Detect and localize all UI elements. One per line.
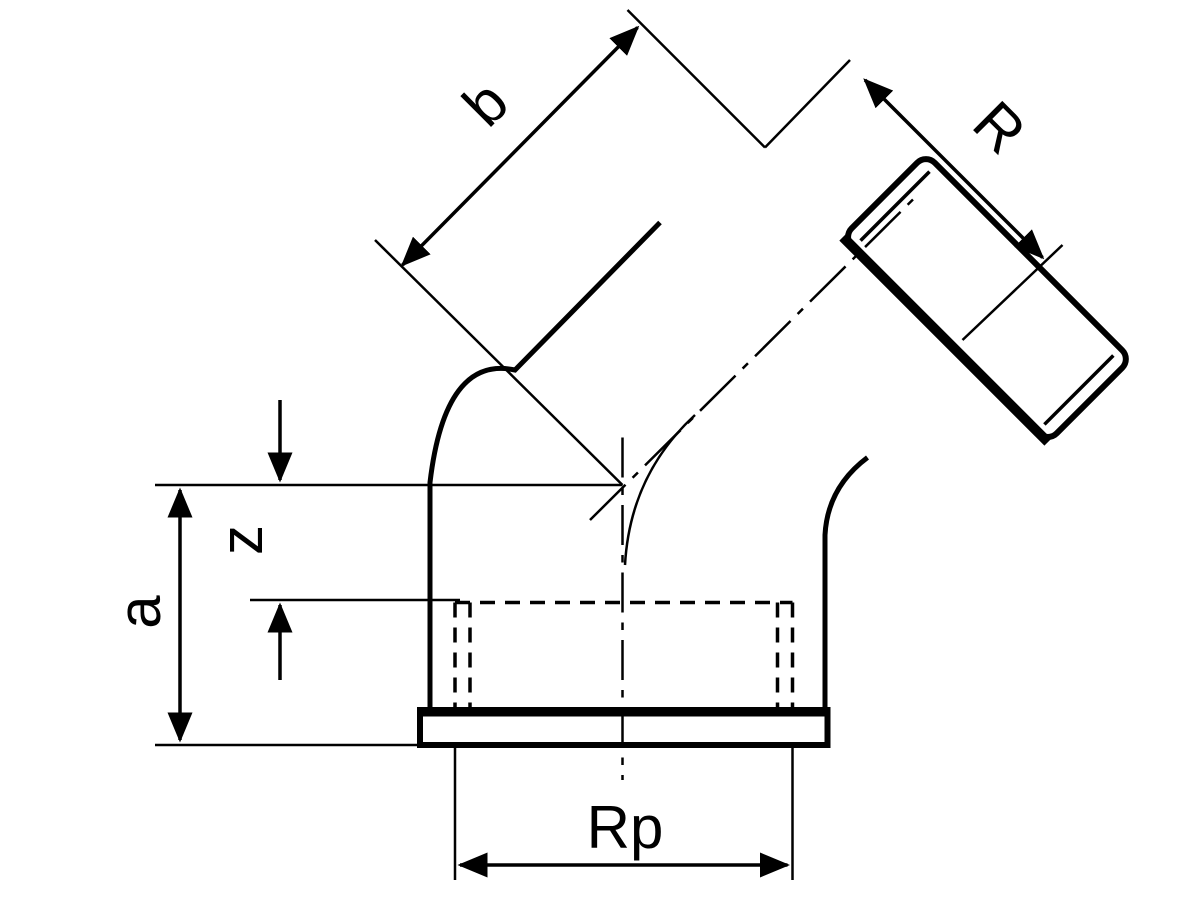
thread-minor-right bbox=[1043, 354, 1115, 426]
label-b: b bbox=[450, 68, 521, 139]
label-z: z bbox=[208, 525, 275, 555]
label-R: R bbox=[960, 88, 1038, 166]
label-Rp: Rp bbox=[587, 794, 664, 861]
thread-sleeve bbox=[845, 156, 1129, 440]
inner-curve bbox=[822, 455, 870, 708]
dim-line-R bbox=[863, 78, 1045, 260]
dimension-lines bbox=[167, 25, 1045, 878]
dim-line-b bbox=[400, 25, 640, 267]
male-thread-end bbox=[839, 156, 1129, 446]
bend-arc bbox=[623, 414, 696, 566]
outer-curve bbox=[427, 220, 662, 708]
internal-thread bbox=[453, 600, 795, 710]
fitting-body bbox=[427, 220, 870, 708]
extension-lines bbox=[155, 9, 1064, 880]
centerlines bbox=[589, 196, 916, 780]
label-a: a bbox=[106, 595, 173, 629]
